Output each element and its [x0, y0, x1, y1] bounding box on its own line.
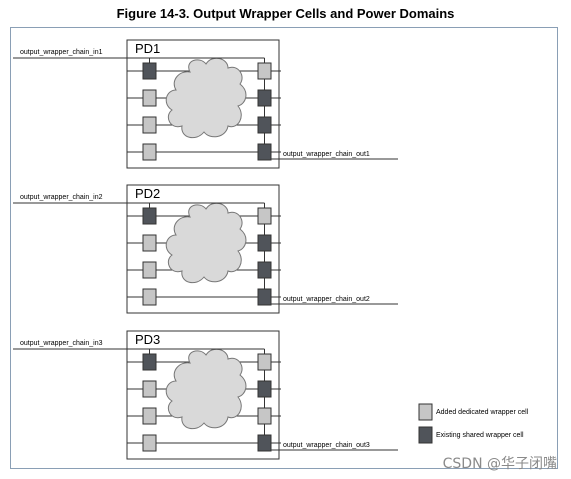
legend-added-swatch	[418, 403, 433, 421]
wrapper-cell-existing	[257, 234, 272, 252]
wrapper-cell-existing	[142, 62, 157, 80]
wrapper-cell-existing	[257, 89, 272, 107]
wrapper-cell-existing	[257, 434, 272, 452]
power-domain-pd1: PD1 output_wrapper_chain_in1 output_wrappe…	[13, 39, 398, 169]
wrapper-cell-added	[257, 207, 272, 225]
wrapper-cell-existing	[257, 380, 272, 398]
figure-frame	[10, 27, 558, 469]
wrapper-cell-added	[257, 62, 272, 80]
wrapper-cell-added	[257, 407, 272, 425]
chain-out-label: output_wrapper_chain_out3	[283, 442, 370, 449]
legend-existing-label: Existing shared wrapper cell	[436, 432, 524, 439]
watermark: CSDN @华子闭嘴	[442, 456, 557, 472]
wrapper-cell-added	[142, 116, 157, 134]
chain-in-label: output_wrapper_chain_in2	[20, 194, 103, 201]
figure-title: Figure 14-3. Output Wrapper Cells and Po…	[116, 6, 455, 21]
chain-in-label: output_wrapper_chain_in1	[20, 49, 103, 56]
wrapper-cell-added	[142, 380, 157, 398]
wrapper-cell-existing	[257, 143, 272, 161]
wrapper-cell-added	[142, 234, 157, 252]
power-domain-pd3: PD3 output_wrapper_chain_in3 output_wrappe…	[13, 330, 398, 460]
wrapper-cell-added	[142, 434, 157, 452]
power-domain-pd2: PD2 output_wrapper_chain_in2 output_wrappe…	[13, 184, 398, 314]
chain-in-label: output_wrapper_chain_in3	[20, 340, 103, 347]
wrapper-cell-added	[142, 143, 157, 161]
wrapper-cell-added	[257, 353, 272, 371]
logic-cloud	[165, 57, 247, 139]
wrapper-cell-existing	[142, 353, 157, 371]
legend: Added dedicated wrapper cell Existing sh…	[418, 403, 529, 444]
legend-existing-swatch	[418, 426, 433, 444]
wrapper-cell-added	[142, 288, 157, 306]
logic-cloud	[165, 202, 247, 284]
logic-cloud	[165, 348, 247, 430]
wrapper-cell-existing	[257, 261, 272, 279]
chain-out-label: output_wrapper_chain_out1	[283, 151, 370, 158]
wrapper-cell-added	[142, 407, 157, 425]
power-domains: PD1 output_wrapper_chain_in1 output_wrappe…	[13, 39, 398, 460]
wrapper-cell-existing	[257, 116, 272, 134]
domain-label: PD2	[135, 186, 160, 201]
domain-label: PD3	[135, 332, 160, 347]
wrapper-cell-added	[142, 89, 157, 107]
wrapper-cell-added	[142, 261, 157, 279]
chain-out-label: output_wrapper_chain_out2	[283, 296, 370, 303]
wrapper-cell-existing	[142, 207, 157, 225]
legend-added-label: Added dedicated wrapper cell	[436, 409, 529, 416]
wrapper-cell-existing	[257, 288, 272, 306]
domain-label: PD1	[135, 41, 160, 56]
